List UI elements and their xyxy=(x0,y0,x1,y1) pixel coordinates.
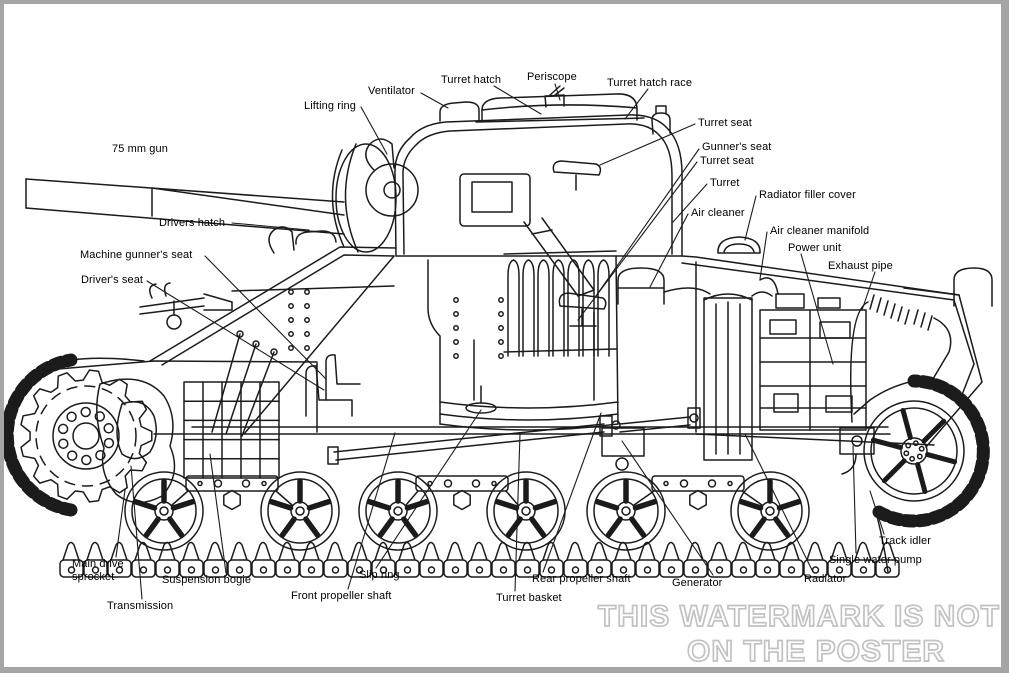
label-turret-seat-2: Turret seat xyxy=(700,155,754,167)
machine-gunners-seat-shape xyxy=(325,354,361,401)
leader-lines xyxy=(115,83,885,600)
label-gunners-seat: Gunner's seat xyxy=(702,141,772,153)
power-unit-shape xyxy=(759,309,867,431)
label-drivers-hatch: Drivers hatch xyxy=(159,217,226,229)
label-main-drive-sprocket: Main drive sprocket xyxy=(72,558,124,583)
label-front-propeller-shaft: Front propeller shaft xyxy=(291,590,392,602)
label-single-water-pump: Single water pump xyxy=(829,554,922,566)
gun-75mm-barrel xyxy=(25,143,419,253)
ventilator-shape xyxy=(439,101,480,122)
gunners-seat-shape xyxy=(558,292,607,310)
label-radiator-filler-cover: Radiator filler cover xyxy=(759,189,856,201)
engine-compartment xyxy=(601,236,993,475)
steering-levers xyxy=(211,333,275,437)
air-cleaner-manifold-shape xyxy=(663,277,779,297)
label-air-cleaner-manifold: Air cleaner manifold xyxy=(770,225,870,237)
generator-shape xyxy=(601,427,645,457)
label-machine-gunners-seat: Machine gunner's seat xyxy=(80,249,193,261)
watermark: THIS WATERMARK IS NOT ON THE POSTER xyxy=(597,599,1000,668)
label-turret-hatch: Turret hatch xyxy=(441,74,502,86)
turret-seat-upper-shape xyxy=(552,160,602,176)
label-generator: Generator xyxy=(672,577,723,589)
track xyxy=(4,353,990,578)
label-power-unit: Power unit xyxy=(788,242,841,254)
bogie-bracket xyxy=(405,475,519,511)
label-track-idler: Track idler xyxy=(879,535,932,547)
diagram-stage: THIS WATERMARK IS NOT ON THE POSTER 75 m… xyxy=(4,4,1001,667)
tank-cutaway-drawing: THIS WATERMARK IS NOT ON THE POSTER xyxy=(4,83,1000,668)
label-turret-basket: Turret basket xyxy=(496,592,562,604)
lifting-ring-front-shape xyxy=(268,226,295,254)
track-idler-wheel xyxy=(863,400,965,502)
label-turret: Turret xyxy=(710,177,740,189)
floor-grating xyxy=(183,381,280,479)
periscope-shape xyxy=(544,85,565,108)
road-wheel xyxy=(586,471,666,551)
hull-machine-gun xyxy=(139,293,233,315)
label-periscope: Periscope xyxy=(527,71,577,83)
suspension-bogies xyxy=(171,475,763,511)
road-wheel xyxy=(486,471,566,551)
air-cleaner-shape xyxy=(617,267,665,305)
rivet-dots xyxy=(288,289,504,359)
label-air-cleaner: Air cleaner xyxy=(691,207,745,219)
hull-interior xyxy=(96,250,617,504)
road-wheel xyxy=(358,471,438,551)
label-suspension-bogie: Suspension bogie xyxy=(162,574,252,586)
ammo-rounds xyxy=(507,259,610,357)
bogie-bracket xyxy=(633,475,763,511)
watermark-line-2: ON THE POSTER xyxy=(687,635,945,668)
label-gun-75mm: 75 mm gun xyxy=(112,143,168,155)
gun-breech-shape xyxy=(459,173,531,227)
label-drivers-seat: Driver's seat xyxy=(81,274,144,286)
road-wheels xyxy=(124,471,810,551)
label-ventilator: Ventilator xyxy=(368,85,415,97)
slip-ring-shape xyxy=(465,402,497,414)
label-radiator: Radiator xyxy=(804,573,847,585)
radiator-filler-cover-shape xyxy=(717,236,761,254)
road-wheel xyxy=(260,471,340,551)
turret-shape xyxy=(365,85,683,327)
label-turret-hatch-race: Turret hatch race xyxy=(607,77,693,89)
drivers-seat-shape xyxy=(305,365,353,417)
label-rear-propeller-shaft: Rear propeller shaft xyxy=(532,573,631,585)
radiator-shape xyxy=(703,297,753,461)
label-exhaust-pipe: Exhaust pipe xyxy=(828,260,893,272)
label-turret-seat-1: Turret seat xyxy=(698,117,752,129)
transmission xyxy=(96,378,176,504)
watermark-line-1: THIS WATERMARK IS NOT xyxy=(598,600,1000,633)
label-lifting-ring: Lifting ring xyxy=(304,100,356,112)
propeller-shafts xyxy=(327,407,701,465)
label-transmission: Transmission xyxy=(107,600,174,612)
lifting-ring-shape xyxy=(365,138,395,171)
label-slip-ring: Slip ring xyxy=(359,569,400,581)
